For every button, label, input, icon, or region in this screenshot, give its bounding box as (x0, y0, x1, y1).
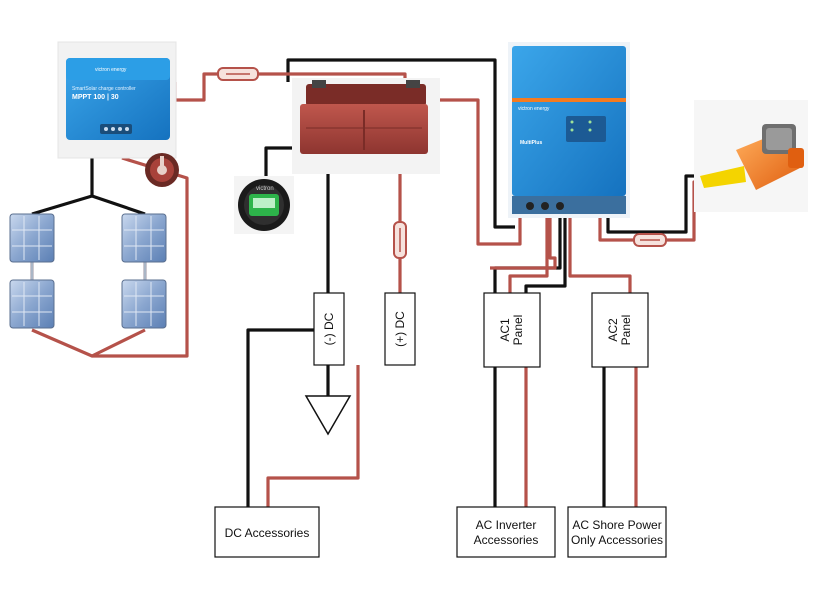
solar-panel-icon (9, 279, 55, 329)
battery (292, 78, 440, 174)
ac-inverter-label-line1: AC Inverter (476, 518, 537, 532)
ac-shore-label-line1: AC Shore Power (572, 518, 661, 532)
mppt-charge-controller: victron energy SmartSolar charge control… (57, 41, 177, 159)
positive-dc-busbar: (+) DC (384, 292, 416, 366)
ac-inverter-accessories-box: AC Inverter Accessories (456, 506, 556, 558)
battery-switch-icon (145, 153, 179, 187)
mppt-name: SmartSolar charge controller (72, 86, 136, 92)
ac-inverter-label-line2: Accessories (474, 533, 539, 547)
ac-shore-label-line2: Only Accessories (571, 533, 663, 547)
inverter-name: MultiPlus (520, 140, 542, 146)
dc-accessories-box: DC Accessories (214, 506, 320, 558)
dc-accessories-label: DC Accessories (225, 526, 310, 540)
negative-wires (31, 58, 700, 507)
battery-monitor-icon: victron (234, 176, 294, 234)
ground-symbol-icon (304, 395, 352, 436)
shore-power-plug-icon (694, 100, 808, 212)
inverter-charger: victron energy MultiPlus (508, 42, 630, 218)
inverter-brand: victron energy (518, 106, 550, 112)
ac1-panel-label: Panel (511, 315, 525, 346)
ac2-panel: AC2 Panel (591, 292, 649, 368)
fuse-icon (217, 67, 259, 81)
positive-dc-label: (+) DC (393, 311, 407, 347)
mppt-brand: victron energy (95, 67, 127, 73)
fuse-icon (633, 233, 667, 247)
negative-dc-label: (-) DC (322, 312, 336, 345)
mppt-model: MPPT 100 | 30 (72, 94, 119, 101)
ac2-label: AC2 (606, 318, 620, 342)
negative-dc-busbar: (-) DC (313, 292, 345, 366)
ac2-panel-label: Panel (619, 315, 633, 346)
solar-panel-icon (121, 213, 167, 263)
monitor-brand: victron (256, 186, 274, 192)
ac1-panel: AC1 Panel (483, 292, 541, 368)
ac1-label: AC1 (498, 318, 512, 342)
solar-panel-icon (121, 279, 167, 329)
solar-panel-icon (9, 213, 55, 263)
ac-shore-accessories-box: AC Shore Power Only Accessories (567, 506, 667, 558)
fuse-icon (393, 221, 407, 259)
